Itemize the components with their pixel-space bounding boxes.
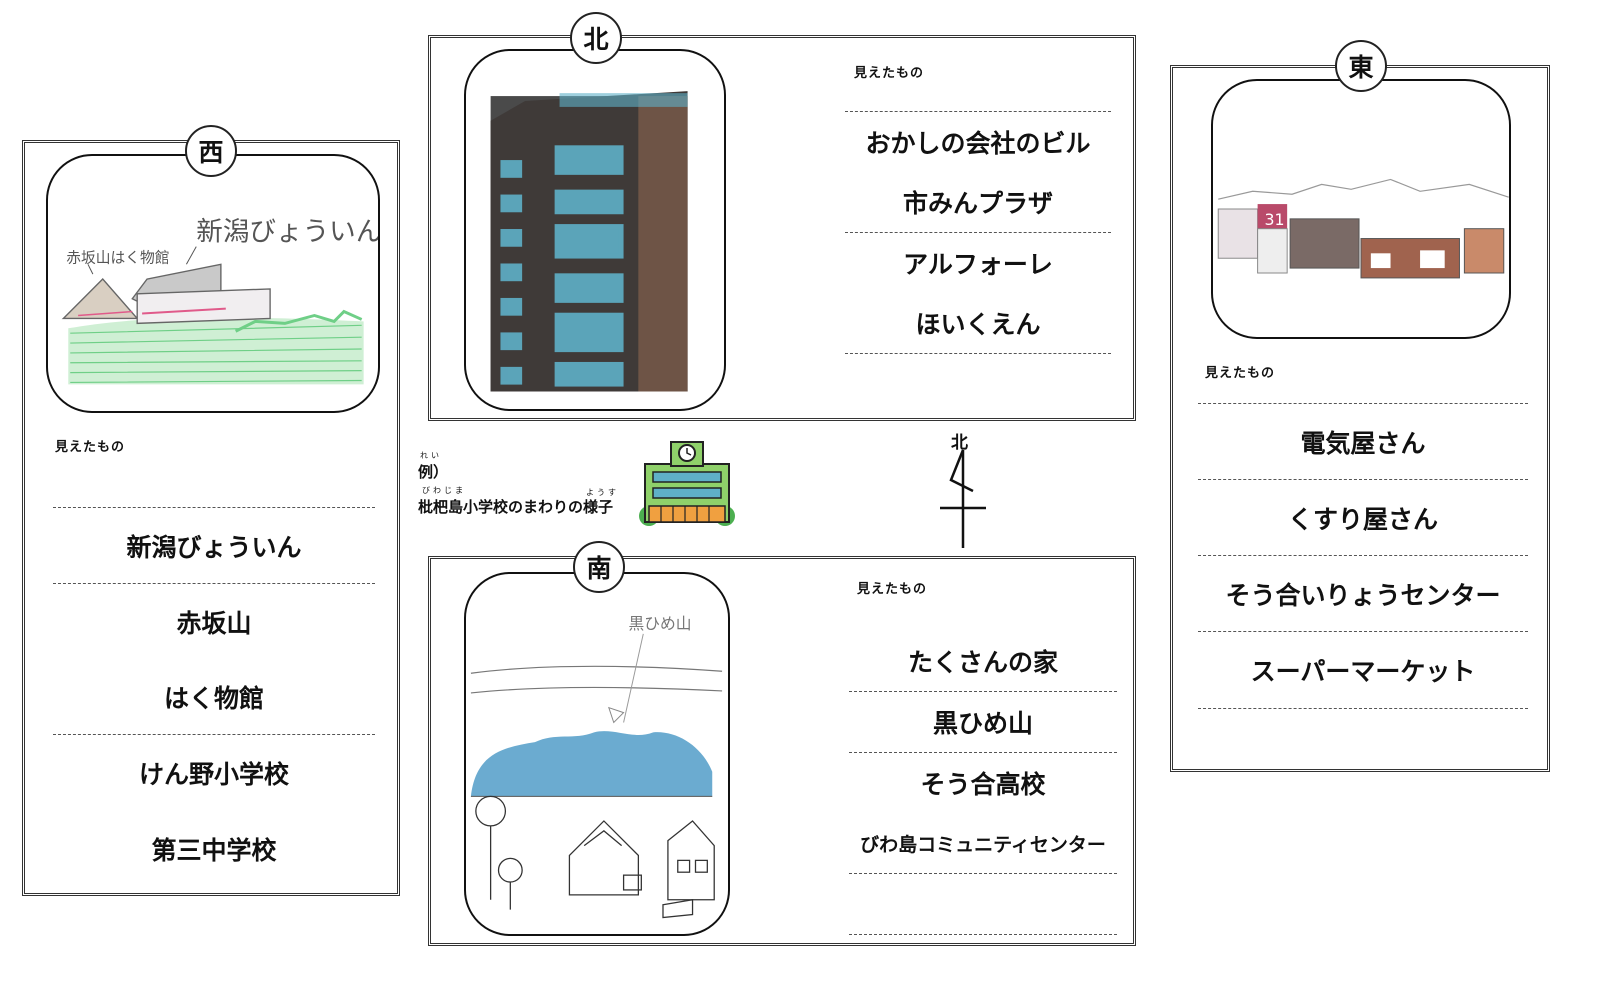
- north-drawing: [464, 49, 726, 411]
- east-item-3: そう合いりょうセンター: [1198, 556, 1528, 632]
- west-seen-label: 見えたもの: [55, 440, 126, 455]
- example-caption: れい 例） びわじま 枇杷島小学校のまわりの様子 ようす: [418, 450, 628, 517]
- west-drawing: 新潟びょういん 赤坂山はく物館: [46, 154, 380, 413]
- east-item-1: 電気屋さん: [1198, 403, 1528, 480]
- east-townscape-illustration: 31: [1217, 178, 1509, 279]
- west-item-3: はく物館: [53, 659, 375, 735]
- south-seen-list: たくさんの家 黒ひめ山 そう合高校 びわ島コミュニティセンター: [849, 631, 1117, 935]
- west-item-5: 第三中学校: [151, 836, 277, 865]
- east-panel: 31 東 見えたもの 電気屋さん くすり屋さん そう合いりょうセンター スーパー…: [1170, 40, 1550, 772]
- east-seen-label: 見えたもの: [1205, 366, 1276, 381]
- north-direction-badge: 北: [570, 12, 622, 64]
- south-mountain-illustration: 黒ひめ山: [470, 614, 723, 919]
- example-label: 例）: [418, 463, 449, 481]
- north-item-3: アルフォーレ: [903, 250, 1053, 279]
- south-item-1: たくさんの家: [849, 631, 1117, 692]
- north-compass: 北: [935, 428, 991, 550]
- east-item-2: くすり屋さん: [1198, 480, 1528, 556]
- north-item-2: 市みんプラザ: [845, 172, 1111, 233]
- east-direction-badge: 東: [1335, 40, 1387, 92]
- west-direction-badge: 西: [185, 125, 237, 177]
- south-item-3: そう合高校: [920, 770, 1046, 799]
- north-seen-label: 見えたもの: [854, 66, 925, 81]
- south-item-blank: [849, 874, 1117, 935]
- north-seen-list: おかしの会社のビル 市みんプラザ アルフォーレ ほいくえん: [845, 111, 1111, 354]
- west-crayon-illustration: 新潟びょういん 赤坂山はく物館: [61, 217, 378, 385]
- ruby-biwajima: びわじま: [422, 486, 466, 495]
- north-panel: 北 見えたもの おかしの会社のビル 市みんプラザ アルフォーレ ほいくえん: [428, 12, 1136, 421]
- compass-arrow-icon: [940, 449, 986, 548]
- south-drawing-label-mountain: 黒ひめ山: [629, 614, 692, 633]
- north-building-illustration: [490, 91, 688, 392]
- ruby-yousu: ようす: [586, 488, 619, 497]
- east-seen-list: 電気屋さん くすり屋さん そう合いりょうセンター スーパーマーケット: [1198, 403, 1528, 709]
- south-direction-badge: 南: [573, 541, 625, 593]
- south-drawing: 黒ひめ山: [464, 572, 730, 936]
- east-drawing: 31: [1211, 79, 1511, 339]
- north-item-1: おかしの会社のビル: [845, 111, 1111, 172]
- east-item-4: スーパーマーケット: [1198, 632, 1528, 709]
- north-item-4: ほいくえん: [845, 293, 1111, 354]
- ruby-rei: れい: [420, 451, 442, 460]
- south-seen-label: 見えたもの: [857, 582, 928, 597]
- west-drawing-label-hospital: 新潟びょういん: [196, 217, 378, 248]
- example-caption-text: 枇杷島小学校のまわりの様子: [418, 498, 614, 516]
- west-item-4: けん野小学校: [138, 760, 289, 789]
- west-item-2: 赤坂山: [176, 608, 252, 638]
- west-seen-list: 新潟びょういん 赤坂山 はく物館 けん野小学校 第三中学校: [53, 507, 375, 887]
- west-drawing-label-museum: 赤坂山はく物館: [66, 249, 169, 266]
- west-item-1: 新潟びょういん: [53, 507, 375, 584]
- south-panel: 黒ひめ山 南 見えたもの たくさんの家 黒ひめ山 そう合高校 びわ島コミュニティ…: [428, 541, 1136, 946]
- south-item-2: 黒ひめ山: [849, 692, 1117, 753]
- west-panel: 新潟びょういん 赤坂山はく物館 西 見えたもの 新潟びょういん 赤坂山 はく物館…: [22, 125, 400, 896]
- compass-north-label: 北: [951, 433, 968, 453]
- south-item-4: びわ島コミュニティセンター: [849, 813, 1117, 874]
- svg-text:31: 31: [1265, 210, 1285, 229]
- school-building-icon: [637, 438, 737, 526]
